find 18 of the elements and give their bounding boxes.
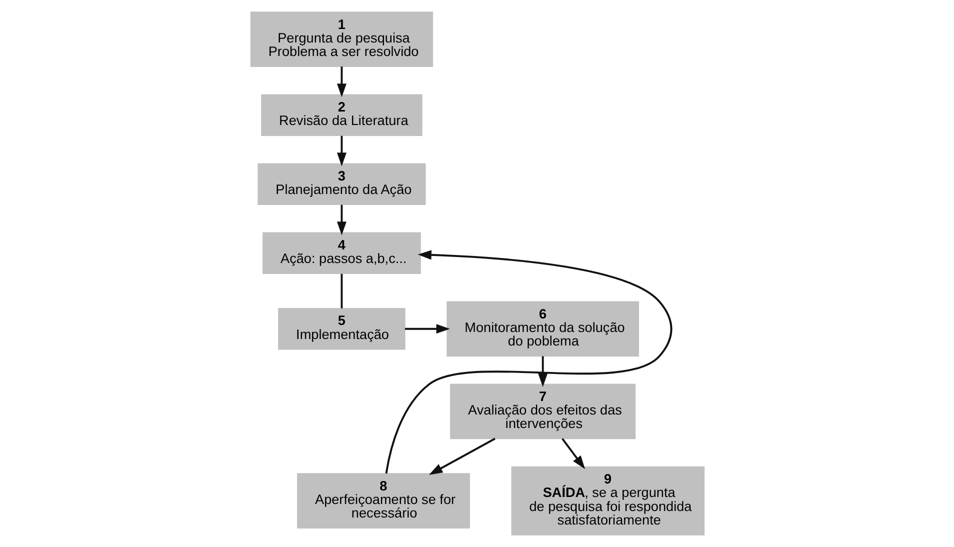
- node-box: 5 Implementação: [278, 308, 405, 350]
- arrow: [384, 250, 672, 474]
- node-box: 9 SAÍDA, se a pergunta de pesquisa foi respondida satisfatoriamente: [510, 466, 704, 536]
- arrow: [336, 204, 346, 236]
- arrow: [336, 136, 346, 166]
- connector: [340, 274, 342, 308]
- arrow: [561, 438, 585, 470]
- node-box: 8 Aperfeiçoamento se for necessário: [296, 473, 470, 529]
- node-box: 4 Ação: passos a,b,c...: [262, 232, 420, 274]
- node-box: 2 Revisão da Literatura: [260, 94, 422, 136]
- arrow: [428, 438, 495, 475]
- node-box: 7 Avaliação dos efeitos das intervenções: [450, 384, 636, 440]
- node-box: 3 Planejamento da Ação: [257, 163, 426, 205]
- arrow: [336, 66, 346, 98]
- node-box: 1 Pergunta de pesquisa Problema a ser resolvido: [250, 12, 433, 68]
- arrow: [538, 356, 548, 387]
- node-box: 6 Monitoramento da solução do poblema: [446, 301, 639, 357]
- arrow: [404, 324, 450, 334]
